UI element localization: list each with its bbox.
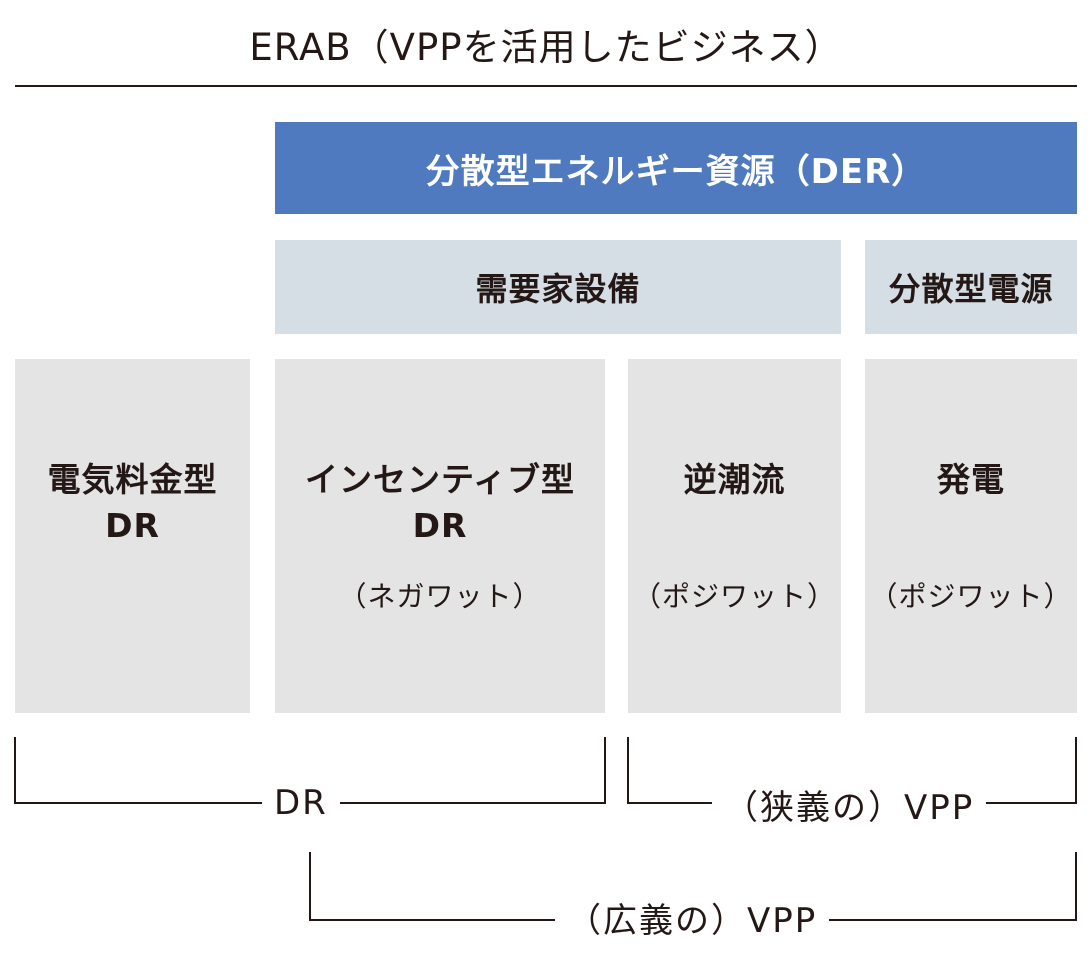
tariff-dr-box: 電気料金型 DR bbox=[15, 359, 250, 713]
broad-vpp-label: （広義の）VPP bbox=[555, 899, 830, 943]
der-box: 分散型エネルギー資源（DER） bbox=[275, 122, 1077, 214]
tariff-dr-title: 電気料金型 DR bbox=[47, 460, 218, 545]
reverse-flow-note: （ポジワット） bbox=[632, 580, 836, 613]
title-divider bbox=[15, 85, 1077, 87]
dr-bracket-label: DR bbox=[262, 781, 340, 825]
generation-title: 発電 bbox=[937, 460, 1005, 499]
generation-note: （ポジワット） bbox=[869, 580, 1073, 613]
reverse-flow-title: 逆潮流 bbox=[683, 460, 786, 499]
narrow-vpp-label: （狭義の）VPP bbox=[712, 786, 987, 830]
distributed-power-box: 分散型電源 bbox=[865, 240, 1077, 334]
incentive-dr-title: インセンティブ型 DR bbox=[304, 460, 576, 545]
incentive-dr-note: （ネガワット） bbox=[338, 580, 542, 613]
incentive-dr-box: インセンティブ型 DR （ネガワット） bbox=[275, 359, 605, 713]
diagram-title: ERAB（VPPを活用したビジネス） bbox=[249, 26, 843, 69]
generation-box: 発電 （ポジワット） bbox=[865, 359, 1077, 713]
reverse-flow-box: 逆潮流 （ポジワット） bbox=[628, 359, 841, 713]
demand-facilities-box: 需要家設備 bbox=[275, 240, 841, 334]
